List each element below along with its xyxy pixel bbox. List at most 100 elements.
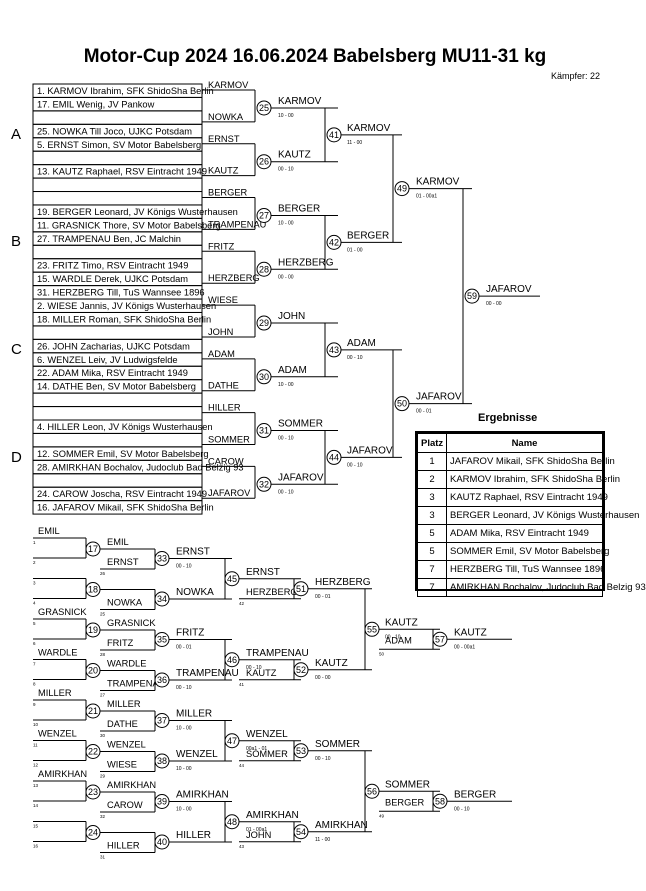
match-number: 19 bbox=[88, 625, 98, 635]
rep-top-name: EMIL bbox=[38, 526, 60, 536]
seed-entry: 11. GRASNICK Thore, SV Motor Babelsberg bbox=[37, 220, 221, 230]
result-name: BERGER Leonard, JV Königs Wusterhausen bbox=[446, 506, 639, 525]
match-number: 24 bbox=[88, 828, 98, 838]
seed-box bbox=[32, 432, 203, 448]
rep-seed-number: 25 bbox=[100, 612, 106, 617]
bout-bottom-name: HERZBERG bbox=[208, 273, 260, 283]
rep-name: HERZBERG bbox=[246, 587, 298, 597]
rep-seed-number: 3 bbox=[33, 581, 36, 586]
match-number: 31 bbox=[259, 426, 269, 436]
rep-seed-number: 13 bbox=[33, 783, 39, 788]
match-number: 27 bbox=[259, 210, 269, 220]
rep-seed-number: 31 bbox=[100, 855, 106, 860]
bout-top-name: KARMOV bbox=[208, 80, 249, 90]
rep-seed-number: 41 bbox=[239, 682, 245, 687]
result-name: ADAM Mika, RSV Eintracht 1949 bbox=[446, 524, 603, 543]
bout-score: 11 - 00 bbox=[347, 140, 362, 146]
rep-name: GRASNICK bbox=[107, 618, 156, 628]
match-number: 28 bbox=[259, 264, 269, 274]
rep-name: BERGER bbox=[385, 797, 425, 807]
rep-seed-number: 4 bbox=[33, 601, 36, 606]
bout-winner: AMIRKHAN bbox=[176, 790, 229, 801]
rep-seed-number: 44 bbox=[239, 763, 245, 768]
seed-box bbox=[32, 500, 203, 515]
seed-box bbox=[32, 473, 203, 488]
result-place: 3 bbox=[417, 488, 447, 507]
bout-winner: FRITZ bbox=[176, 628, 204, 639]
rep-name: HILLER bbox=[107, 841, 140, 851]
bout-winner: NOWKA bbox=[176, 587, 214, 598]
bout-winner: BERGER bbox=[454, 789, 496, 800]
match-number: 17 bbox=[88, 544, 98, 554]
seed-entry: 23. FRITZ Timo, RSV Eintracht 1949 bbox=[37, 261, 188, 271]
bout-top-name: ERNST bbox=[208, 134, 240, 144]
seed-entry: 25. NOWKA Till Joco, UJKC Potsdam bbox=[37, 126, 192, 136]
match-number: 42 bbox=[329, 237, 339, 247]
bout-score: 01 - 00 bbox=[347, 247, 363, 253]
seed-box bbox=[32, 244, 203, 260]
bout-bottom-name: SOMMER bbox=[208, 434, 250, 444]
rep-seed-number: 16 bbox=[33, 844, 39, 849]
seed-entry: 28. AMIRKHAN Bochalov, Judoclub Bad Belz… bbox=[37, 462, 244, 472]
bout-top-name: FRITZ bbox=[208, 241, 235, 251]
bout-score: 00 - 10 bbox=[278, 489, 294, 495]
match-number: 25 bbox=[259, 103, 269, 113]
seed-entry: 16. JAFAROV Mikail, SFK ShidoSha Berlin bbox=[37, 503, 214, 513]
seed-entry: 1. KARMOV Ibrahim, SFK ShidoSha Berlin bbox=[37, 86, 214, 96]
seed-entry: 19. BERGER Leonard, JV Königs Wusterhaus… bbox=[37, 207, 238, 217]
match-number: 45 bbox=[227, 574, 237, 584]
seed-box bbox=[32, 150, 203, 166]
bout-winner: WENZEL bbox=[176, 749, 218, 760]
rep-seed-number: 28 bbox=[100, 652, 106, 657]
bout-bottom-name: KAUTZ bbox=[208, 166, 239, 176]
rep-seed-number: 2 bbox=[33, 560, 36, 565]
match-number: 46 bbox=[227, 655, 237, 665]
match-number: 32 bbox=[259, 479, 269, 489]
bout-winner: AMIRKHAN bbox=[246, 810, 299, 821]
seed-entry: 17. EMIL Wenig, JV Pankow bbox=[37, 99, 155, 109]
rep-seed-number: 32 bbox=[100, 814, 106, 819]
rep-top-name: AMIRKHAN bbox=[38, 769, 87, 779]
rep-name: EMIL bbox=[107, 537, 129, 547]
match-number: 53 bbox=[296, 746, 306, 756]
bout-winner: KARMOV bbox=[347, 123, 391, 134]
results-title: Ergebnisse bbox=[478, 412, 538, 424]
result-name: SOMMER Emil, SV Motor Babelsberg bbox=[446, 542, 609, 561]
rep-seed-number: 27 bbox=[100, 693, 106, 698]
seed-box bbox=[32, 406, 203, 421]
bout-score: 00 - 10 bbox=[176, 685, 192, 691]
seed-box bbox=[32, 325, 203, 340]
result-name: KARMOV Ibrahim, SFK ShidoSha Berlin bbox=[446, 470, 620, 489]
bout-winner: JOHN bbox=[278, 311, 305, 322]
seed-box bbox=[32, 392, 203, 408]
bout-score: 00 - 01 bbox=[416, 409, 432, 415]
seed-box bbox=[32, 191, 203, 206]
match-number: 29 bbox=[259, 318, 269, 328]
rep-name: JOHN bbox=[246, 830, 271, 840]
bout-winner: SOMMER bbox=[315, 739, 360, 750]
rep-top-name: WARDLE bbox=[38, 648, 77, 658]
rep-seed-number: 8 bbox=[33, 682, 36, 687]
bout-score: 00 - 00 bbox=[278, 274, 294, 280]
rep-name: AMIRKHAN bbox=[107, 780, 156, 790]
bout-winner: TRAMPENAU bbox=[176, 668, 239, 679]
seed-entry: 2. WIESE Jannis, JV Königs Wusterhausen bbox=[37, 301, 216, 311]
match-number: 51 bbox=[296, 584, 306, 594]
bout-score: 10 - 00 bbox=[278, 382, 294, 388]
rep-seed-number: 15 bbox=[33, 824, 39, 829]
rep-name: KAUTZ bbox=[246, 668, 277, 678]
bout-score: 00 - 01 bbox=[176, 645, 192, 651]
bout-winner: ERNST bbox=[246, 567, 280, 578]
bout-winner: JAFAROV bbox=[278, 472, 324, 483]
bout-bottom-name: JAFAROV bbox=[208, 488, 251, 498]
bout-score: 01 - 00a1 bbox=[416, 194, 437, 200]
bout-winner: ADAM bbox=[278, 365, 307, 376]
bout-score: 00 - 01 bbox=[315, 594, 331, 600]
bout-score: 00 - 10 bbox=[246, 665, 262, 671]
result-place: 2 bbox=[417, 470, 447, 489]
bout-score: 00 - 10 bbox=[385, 634, 401, 640]
rep-seed-number: 26 bbox=[100, 571, 106, 576]
match-number: 50 bbox=[397, 399, 407, 409]
rep-seed-number: 30 bbox=[100, 733, 106, 738]
